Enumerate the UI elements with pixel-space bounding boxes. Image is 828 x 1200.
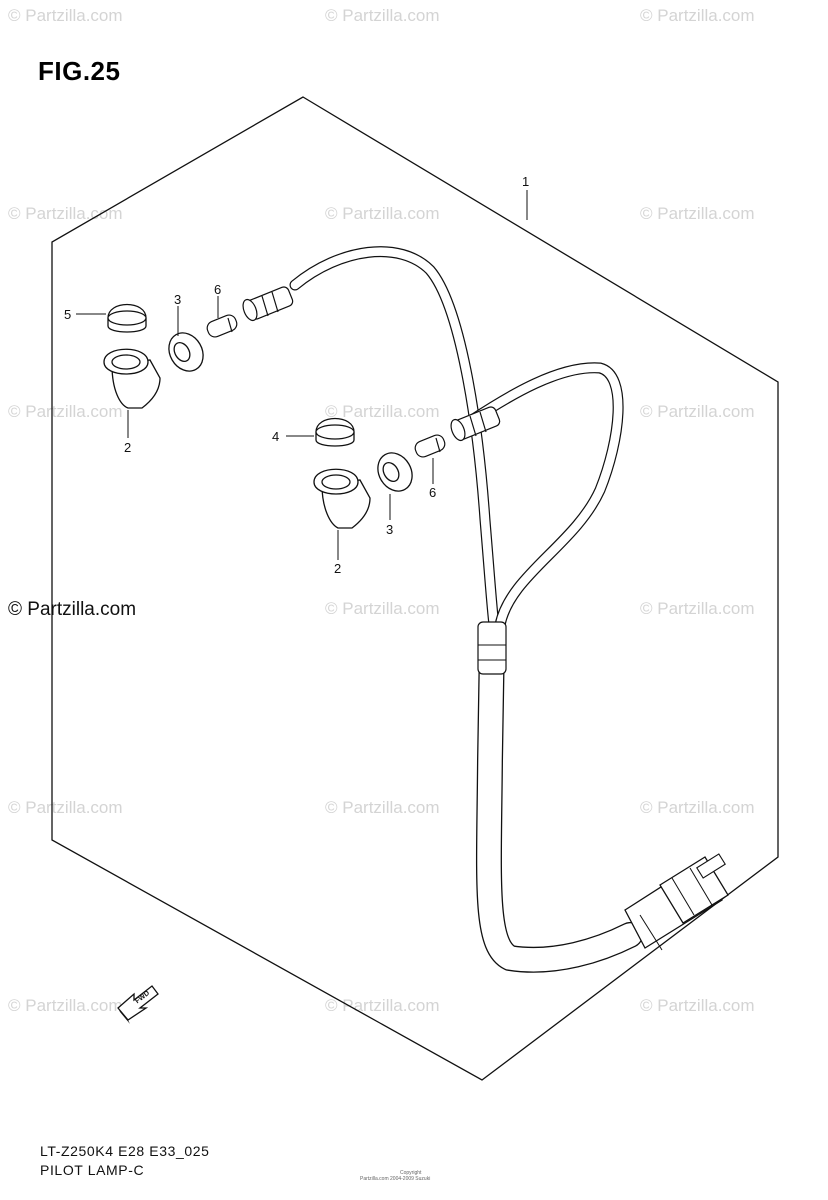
wiring-harness [289, 246, 729, 973]
watermark: © Partzilla.com [8, 996, 123, 1015]
watermark: © Partzilla.com [325, 402, 440, 421]
watermark: © Partzilla.com [325, 599, 440, 618]
watermark: © Partzilla.com [8, 402, 123, 421]
callout-6-upper: 6 [214, 282, 221, 297]
lamp-housing-part-2-lower [313, 468, 371, 529]
bulb-part-6-upper [206, 314, 238, 338]
callout-5: 5 [64, 307, 71, 322]
callout-1: 1 [522, 174, 529, 189]
watermark: © Partzilla.com [8, 798, 123, 817]
lamp-cap-part-5 [107, 304, 147, 333]
harness-socket-lower [450, 406, 501, 442]
lamp-cap-part-4 [315, 418, 355, 447]
watermark: © Partzilla.com [640, 599, 755, 618]
watermark: © Partzilla.com [640, 6, 755, 25]
leader-lines [76, 190, 528, 560]
watermark: © Partzilla.com [325, 204, 440, 223]
harness-socket-upper [242, 286, 294, 322]
watermark: © Partzilla.com [8, 599, 137, 620]
watermark: © Partzilla.com [640, 996, 755, 1015]
watermark: © Partzilla.com [8, 6, 123, 25]
watermark: © Partzilla.com [640, 402, 755, 421]
watermark: © Partzilla.com [325, 996, 440, 1015]
grommet-part-3-lower [377, 452, 413, 492]
model-code: LT-Z250K4 E28 E33_025 [40, 1143, 210, 1159]
callout-2-lower: 2 [334, 561, 341, 576]
copyright-notice: Copyright Partzilla.com 2004-2009 Suzuki [360, 1170, 430, 1182]
watermark: © Partzilla.com [325, 6, 440, 25]
figure-title: FIG.25 [38, 56, 121, 86]
watermark: © Partzilla.com [325, 798, 440, 817]
parts-boundary [51, 96, 779, 1081]
section-name: PILOT LAMP-C [40, 1162, 145, 1178]
callout-3-upper: 3 [174, 292, 181, 307]
lamp-housing-part-2-upper [103, 348, 161, 409]
copyright-detail: Partzilla.com 2004-2009 Suzuki [360, 1176, 431, 1182]
copyright-line: Copyright [400, 1170, 422, 1176]
grommet-part-3-upper [168, 332, 204, 372]
bulb-part-6-lower [414, 434, 446, 458]
callout-4: 4 [272, 429, 279, 444]
callout-2-upper: 2 [124, 440, 131, 455]
callout-6-lower: 6 [429, 485, 436, 500]
callout-3-lower: 3 [386, 522, 393, 537]
watermark: © Partzilla.com [640, 204, 755, 223]
watermark: © Partzilla.com [640, 798, 755, 817]
fwd-arrow-icon: FWD [117, 985, 159, 1024]
